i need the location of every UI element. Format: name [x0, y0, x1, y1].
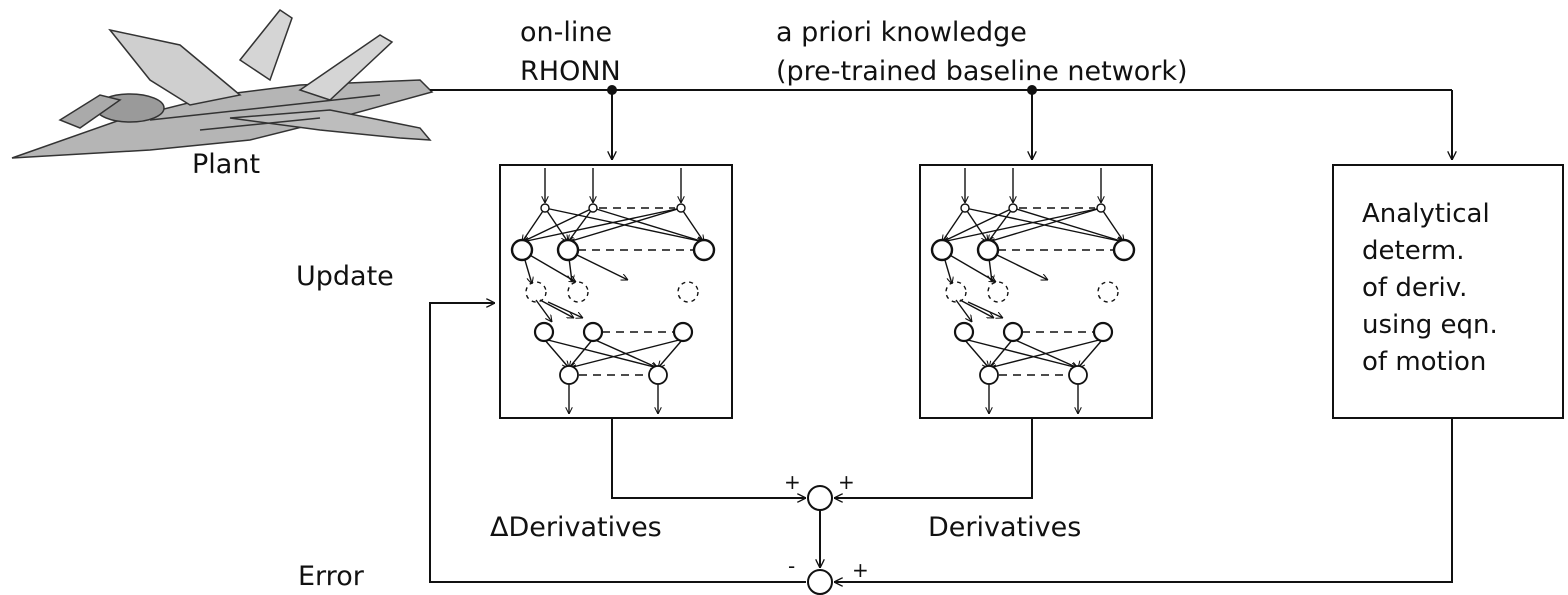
sum-junction-bottom: [807, 569, 833, 595]
sign-bottom-right: +: [852, 558, 869, 582]
online-rhonn-box: [499, 164, 733, 419]
plant-output-line: [430, 89, 1452, 160]
sum-junction-top: [807, 485, 833, 511]
error-label: Error: [298, 561, 364, 592]
analytical-line: determ.: [1362, 236, 1465, 266]
junction-dot-apriori: [1027, 85, 1037, 95]
junction-dot-online: [607, 85, 617, 95]
plant-label: Plant: [192, 149, 261, 180]
online-label-line1: on-line: [520, 17, 613, 48]
sign-top-right: +: [838, 470, 855, 494]
signal-lines: [429, 303, 1453, 582]
analytical-box: [1332, 164, 1564, 419]
apriori-label-line1: a priori knowledge: [776, 17, 1027, 48]
analytical-line: of deriv.: [1362, 273, 1468, 303]
sign-top-left: +: [784, 470, 801, 494]
baseline-network-box: [919, 164, 1153, 419]
online-network-icon: [510, 168, 716, 414]
online-label-line2: RHONN: [520, 56, 621, 87]
fighter-jet-icon: [11, 8, 434, 159]
analytical-line: using eqn.: [1362, 310, 1498, 340]
sign-bottom-left: -: [788, 554, 796, 578]
delta-derivatives-label: ΔDerivatives: [490, 512, 662, 543]
update-label: Update: [296, 261, 394, 292]
derivatives-label: Derivatives: [928, 512, 1082, 543]
analytical-line: of motion: [1362, 347, 1487, 377]
analytical-line: Analytical: [1362, 199, 1490, 229]
apriori-label-line2: (pre-trained baseline network): [776, 56, 1188, 87]
baseline-network-icon: [930, 168, 1136, 414]
